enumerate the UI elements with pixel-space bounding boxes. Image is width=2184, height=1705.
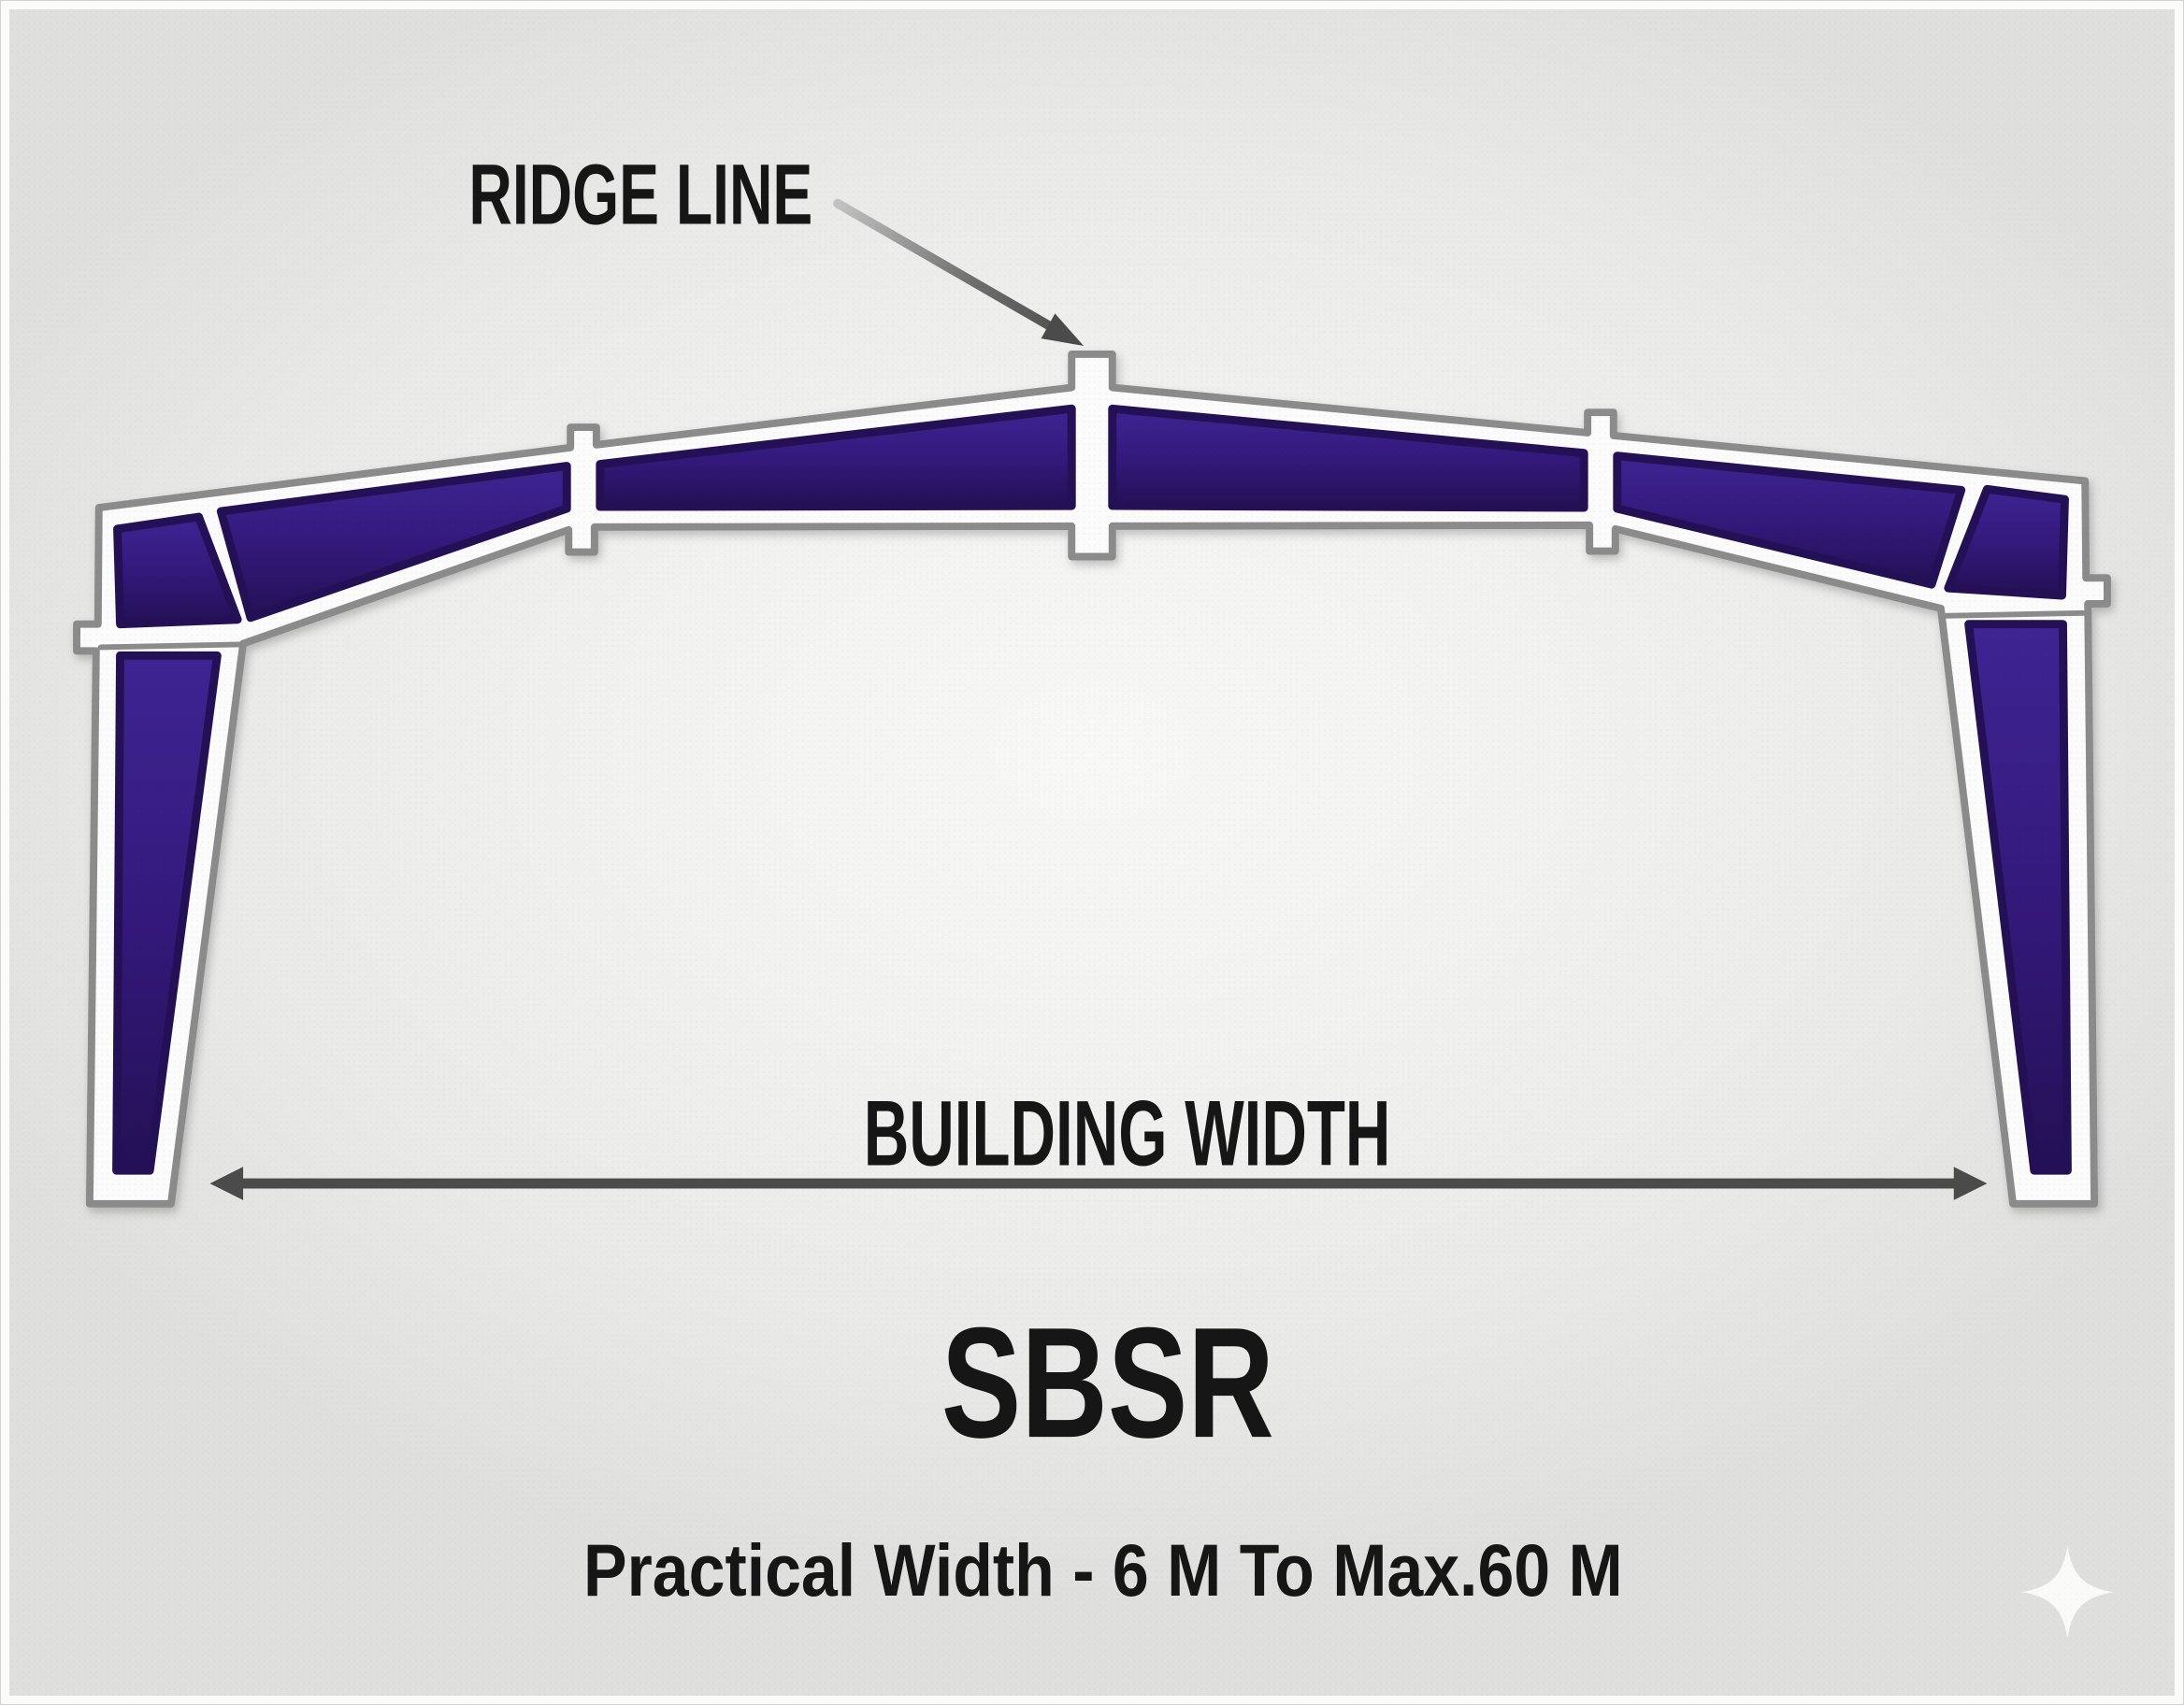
right-knee-joint-line xyxy=(1941,609,2087,619)
frame-web-panels xyxy=(112,404,2072,1175)
left-knee-joint-line xyxy=(97,641,243,651)
ridge-line-label: RIDGE LINE xyxy=(468,147,812,242)
ridge-pointer-head xyxy=(1041,313,1085,347)
building-width-arrow xyxy=(209,1167,1988,1200)
width-arrow-head-right xyxy=(1953,1167,1988,1200)
model-title: SBSR xyxy=(941,1295,1274,1470)
rigid-frame xyxy=(73,350,2111,1208)
left-knee-panel xyxy=(113,512,242,629)
right-column-panel xyxy=(1964,620,2072,1175)
right-knee-panel xyxy=(1944,484,2069,600)
building-width-label: BUILDING WIDTH xyxy=(864,1081,1391,1184)
ridge-pointer-arrow xyxy=(833,198,1085,347)
left-rafter-panel-2 xyxy=(596,404,1076,511)
ridge-pointer-shaft xyxy=(833,198,1062,336)
practical-width-subtitle: Practical Width - 6 M To Max.60 M xyxy=(583,1528,1623,1612)
right-rafter-panel-1 xyxy=(1613,451,1966,589)
width-arrow-head-left xyxy=(209,1167,244,1200)
left-rafter-panel-1 xyxy=(216,462,571,623)
right-rafter-panel-2 xyxy=(1108,404,1588,512)
sparkle-icon xyxy=(2020,1545,2114,1639)
left-column-panel xyxy=(112,651,222,1175)
frame-band-silhouette xyxy=(73,350,2111,1208)
frame-section-diagram: RIDGE LINE BUILDING WIDTH SBSR Practical… xyxy=(73,147,2114,1639)
